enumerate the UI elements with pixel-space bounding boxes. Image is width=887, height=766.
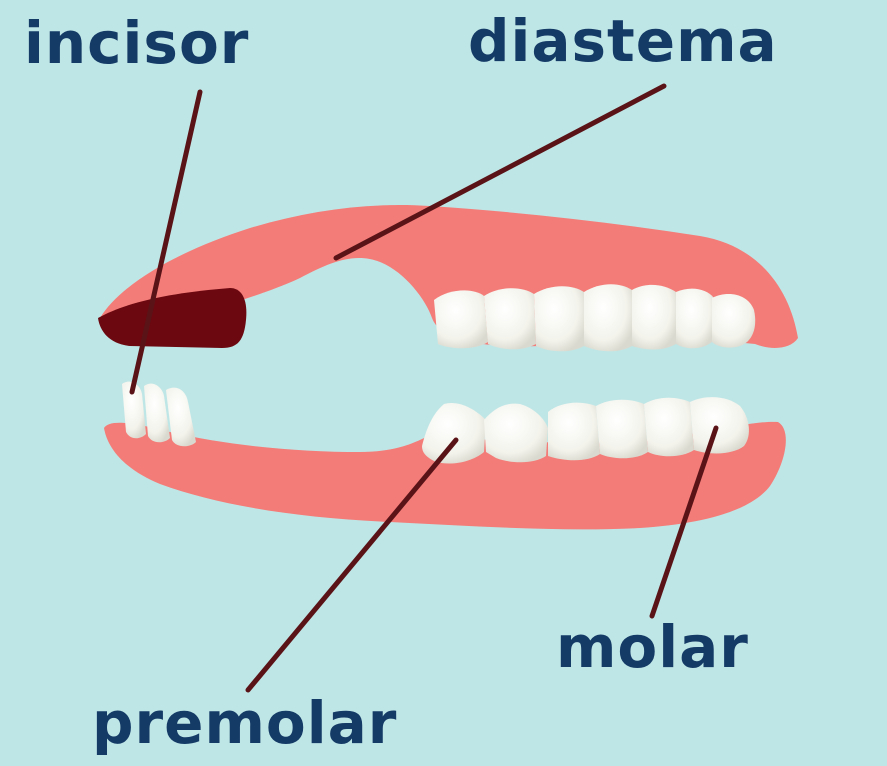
upper-tooth xyxy=(534,286,584,351)
upper-tooth xyxy=(632,285,676,350)
premolar-label: premolar xyxy=(92,694,397,752)
lower-tooth xyxy=(422,403,486,464)
lower-tooth xyxy=(596,400,648,459)
incisor-label: incisor xyxy=(24,14,249,72)
upper-tooth xyxy=(676,289,714,349)
upper-tooth xyxy=(484,288,536,349)
diastema-label: diastema xyxy=(468,12,778,70)
lower-tooth xyxy=(644,398,694,457)
molar-label: molar xyxy=(556,618,749,676)
upper-tooth xyxy=(434,290,488,348)
lower-tooth xyxy=(484,404,548,463)
lower-incisor xyxy=(144,384,170,443)
upper-tooth xyxy=(712,294,755,348)
lower-tooth xyxy=(690,397,749,453)
lower-tooth xyxy=(548,403,600,461)
upper-tooth xyxy=(584,284,632,351)
